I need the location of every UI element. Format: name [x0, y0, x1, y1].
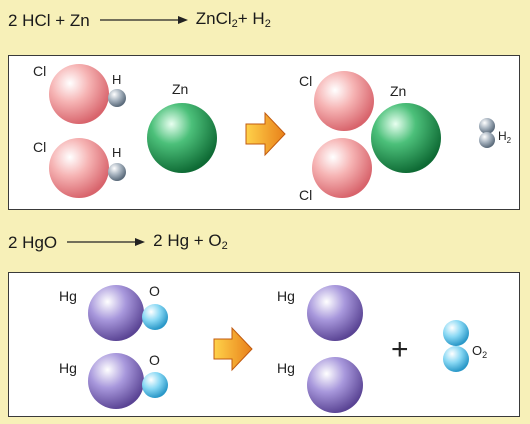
reaction-2-panel: Hg O Hg O Hg Hg + O2: [8, 272, 520, 417]
yields-arrow-icon: [245, 111, 286, 157]
hcl-molecule-top: [49, 64, 126, 124]
label-o2: O2: [472, 343, 487, 360]
h2-molecule: [479, 118, 495, 148]
label-hg: Hg: [277, 360, 295, 376]
hcl-molecule-bottom: [49, 138, 126, 198]
oxygen-atom: [142, 304, 168, 330]
zncl2-molecule: [312, 71, 441, 198]
zinc-atom: [147, 103, 217, 173]
label-h: H: [112, 145, 121, 160]
equation-1: 2 HCl + Zn ZnCl2 + H2: [8, 8, 271, 34]
plus-sign: +: [391, 333, 409, 366]
label-cl: Cl: [299, 73, 312, 89]
mercury-atom: [307, 285, 363, 341]
chlorine-atom: [314, 71, 374, 131]
label-zn: Zn: [172, 81, 188, 97]
label-cl: Cl: [33, 139, 46, 155]
mercury-atom: [88, 353, 144, 409]
equation-1-product-h2: + H2: [237, 8, 271, 30]
oxygen-atom: [443, 320, 469, 346]
equation-2: 2 HgO 2 Hg + O2: [8, 230, 228, 256]
label-hg: Hg: [59, 360, 77, 376]
chlorine-atom: [312, 138, 372, 198]
label-o: O: [149, 283, 160, 299]
equation-2-reactant: 2 HgO: [8, 233, 58, 252]
zinc-atom: [371, 103, 441, 173]
mercury-atom: [88, 285, 144, 341]
label-h: H: [112, 72, 121, 87]
hydrogen-atom: [479, 118, 495, 134]
mercury-atom: [307, 357, 363, 413]
equation-2-products: 2 Hg + O2: [153, 230, 228, 252]
label-hg: Hg: [59, 288, 77, 304]
reaction-1-panel: Cl H Cl H Zn Cl Zn Cl H2: [8, 55, 520, 210]
label-hg: Hg: [277, 288, 295, 304]
label-o: O: [149, 352, 160, 368]
label-zn: Zn: [390, 83, 406, 99]
yields-arrow-icon: [213, 326, 253, 372]
reaction-2-diagram: Hg O Hg O Hg Hg + O2: [59, 283, 487, 413]
label-cl: Cl: [33, 63, 46, 79]
hydrogen-atom: [108, 163, 126, 181]
chlorine-atom: [49, 64, 109, 124]
oxygen-atom: [443, 346, 469, 372]
o2-molecule: [443, 320, 469, 372]
label-h2: H2: [498, 129, 512, 145]
hydrogen-atom: [479, 132, 495, 148]
reaction-arrow-icon: [98, 8, 188, 34]
hydrogen-atom: [108, 89, 126, 107]
hgo-molecule-bottom: [88, 353, 168, 409]
label-cl: Cl: [299, 187, 312, 203]
reaction-arrow-icon: [65, 230, 146, 256]
equation-1-product-zncl2: ZnCl2: [195, 8, 238, 30]
reaction-1-diagram: Cl H Cl H Zn Cl Zn Cl H2: [33, 63, 512, 203]
oxygen-atom: [142, 372, 168, 398]
hgo-molecule-top: [88, 285, 168, 341]
equation-1-reactants: 2 HCl + Zn: [8, 11, 90, 30]
chlorine-atom: [49, 138, 109, 198]
